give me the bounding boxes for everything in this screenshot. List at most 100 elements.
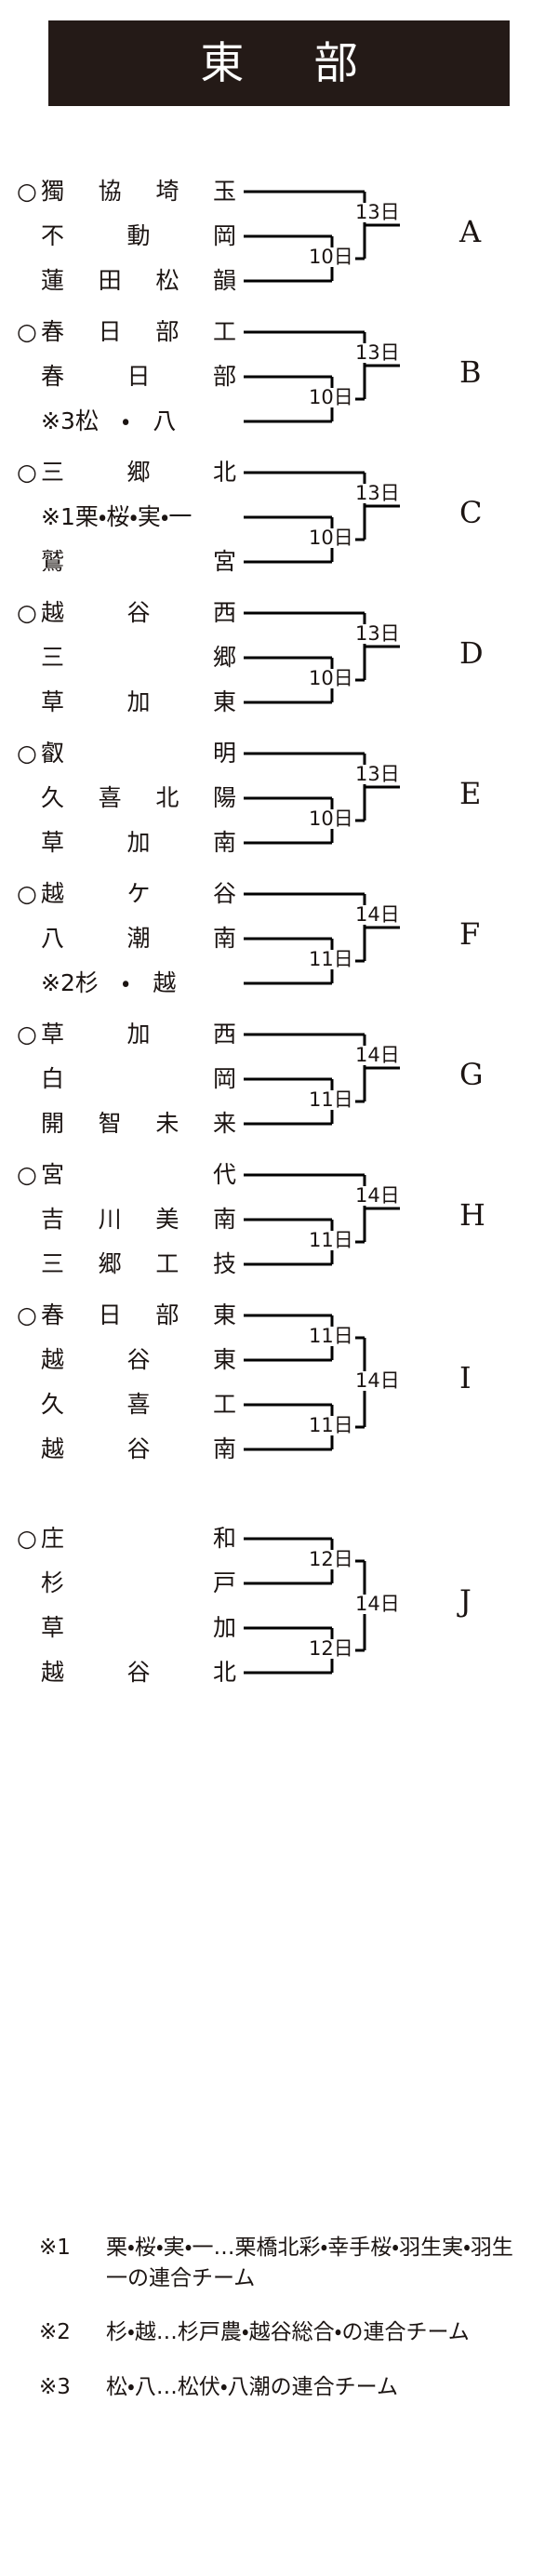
match-date-upper: 13日 [353, 201, 402, 223]
team-name: 吉川美南 [41, 1206, 236, 1233]
team-entry[interactable]: 草加南 [17, 821, 249, 865]
match-date-upper: 13日 [353, 482, 402, 504]
match-date-lower: 10日 [307, 808, 355, 830]
seed-circle-icon: ○ [17, 1161, 37, 1188]
team-entry[interactable]: 不動岡 [17, 214, 249, 259]
group-label: E [459, 776, 482, 811]
team-entry[interactable]: 越谷南 [17, 1427, 249, 1472]
team-list: ○春日部工春日部 ※3松 ・ 八 [17, 310, 249, 444]
team-name: 草加 [41, 1614, 236, 1641]
team-name: 三郷北 [41, 459, 236, 486]
group-label: F [459, 916, 481, 952]
team-entry[interactable]: 吉川美南 [17, 1197, 249, 1242]
team-list: ○宮代吉川美南三郷工技 [17, 1153, 249, 1287]
team-entry[interactable]: 草加 [17, 1606, 249, 1650]
match-date-bottom: 12日 [307, 1637, 355, 1660]
team-entry[interactable]: 開智未来 [17, 1101, 249, 1146]
team-entry[interactable]: 越谷東 [17, 1338, 249, 1382]
team-list: ○草加西白岡開智未来 [17, 1012, 249, 1146]
footnote-text: 栗・桜・実・一…栗橋北彩・幸手桜・羽生実・羽生一の連合チーム [106, 2236, 513, 2290]
match-date-upper: 13日 [353, 763, 402, 785]
team-entry[interactable]: 越谷北 [17, 1650, 249, 1695]
seed-circle-icon: ○ [17, 1301, 37, 1328]
team-name: 宮代 [41, 1161, 236, 1188]
team-entry[interactable]: ○獨協埼玉 [17, 169, 249, 214]
team-name: 庄和 [41, 1525, 236, 1552]
group-label: I [459, 1360, 472, 1395]
team-name: 草加東 [41, 688, 236, 715]
team-name: 三郷 [41, 644, 236, 671]
region-header-banner: 東 部 [48, 20, 510, 106]
team-entry[interactable]: ○宮代 [17, 1153, 249, 1197]
match-date-upper: 14日 [353, 1184, 402, 1207]
team-name: 越谷東 [41, 1346, 236, 1373]
team-name: 久喜北陽 [41, 784, 236, 811]
team-name: 杉戸 [41, 1569, 236, 1596]
seed-circle-icon: ○ [17, 1021, 37, 1048]
team-entry[interactable]: 久喜北陽 [17, 776, 249, 821]
match-date-upper: 13日 [353, 622, 402, 645]
match-date-top: 11日 [307, 1325, 355, 1347]
match-date-lower: 10日 [307, 527, 355, 549]
team-entry[interactable]: ○春日部工 [17, 310, 249, 354]
footnote: ※3 松・八…松伏・八潮の連合チーム [39, 2372, 532, 2403]
footnote-marker: ※3 [39, 2374, 71, 2399]
team-entry[interactable]: 草加東 [17, 680, 249, 725]
team-name: 八潮南 [41, 925, 236, 952]
team-entry[interactable]: 杉戸 [17, 1561, 249, 1606]
group-label: A [459, 214, 482, 249]
team-entry[interactable]: 久喜工 [17, 1382, 249, 1427]
team-entry[interactable]: 春日部 [17, 354, 249, 399]
team-name: 春日部 [41, 363, 236, 390]
group-label: H [459, 1197, 485, 1233]
team-entry[interactable]: ○三郷北 [17, 450, 249, 495]
team-name: 久喜工 [41, 1391, 236, 1418]
team-entry[interactable]: 八潮南 [17, 916, 249, 961]
seed-circle-icon: ○ [17, 1525, 37, 1552]
team-entry[interactable]: ○越ケ谷 [17, 872, 249, 916]
seed-circle-icon: ○ [17, 318, 37, 345]
seed-circle-icon: ○ [17, 178, 37, 205]
match-date-upper: 13日 [353, 341, 402, 364]
match-date-bottom: 11日 [307, 1414, 355, 1436]
match-date-top: 12日 [307, 1548, 355, 1570]
team-name: 草加西 [41, 1021, 236, 1048]
match-date-lower: 11日 [307, 1088, 355, 1111]
footnote-text: 松・八…松伏・八潮の連合チーム [106, 2374, 398, 2399]
match-date-lower: 10日 [307, 246, 355, 268]
team-list: ○越ケ谷八潮南 ※2杉 ・ 越 [17, 872, 249, 1006]
team-list: ○三郷北※1栗・桜・実・一鷲宮 [17, 450, 249, 584]
team-entry[interactable]: 三郷工技 [17, 1242, 249, 1287]
team-name: 越谷西 [41, 599, 236, 626]
bracket-connectors [244, 1516, 430, 1695]
team-name: 開智未来 [41, 1110, 236, 1137]
team-entry[interactable]: 蓮田松韻 [17, 259, 249, 303]
match-date-lower: 11日 [307, 948, 355, 970]
team-entry[interactable]: ○庄和 [17, 1516, 249, 1561]
team-name: 白岡 [41, 1065, 236, 1092]
team-entry[interactable]: 鷲宮 [17, 540, 249, 584]
seed-circle-icon: ○ [17, 599, 37, 626]
match-date-lower: 10日 [307, 667, 355, 689]
team-name: ※3松 ・ 八 [41, 407, 177, 434]
team-entry[interactable]: 白岡 [17, 1057, 249, 1101]
bracket-connectors [244, 731, 430, 865]
team-entry[interactable]: ※1栗・桜・実・一 [17, 495, 249, 540]
bracket-connectors [244, 1293, 430, 1472]
seed-circle-icon: ○ [17, 459, 37, 486]
match-date-lower: 10日 [307, 386, 355, 408]
team-entry[interactable]: ○越谷西 [17, 591, 249, 635]
group-label: D [459, 635, 484, 671]
team-entry[interactable]: ○草加西 [17, 1012, 249, 1057]
match-date-upper: 14日 [353, 1044, 402, 1066]
team-list: ○庄和杉戸草加越谷北 [17, 1516, 249, 1695]
team-entry[interactable]: ○叡明 [17, 731, 249, 776]
team-name: 越ケ谷 [41, 880, 236, 907]
team-entry[interactable]: ※3松 ・ 八 [17, 399, 249, 444]
team-entry[interactable]: ※2杉 ・ 越 [17, 961, 249, 1006]
team-entry[interactable]: 三郷 [17, 635, 249, 680]
team-entry[interactable]: ○春日部東 [17, 1293, 249, 1338]
